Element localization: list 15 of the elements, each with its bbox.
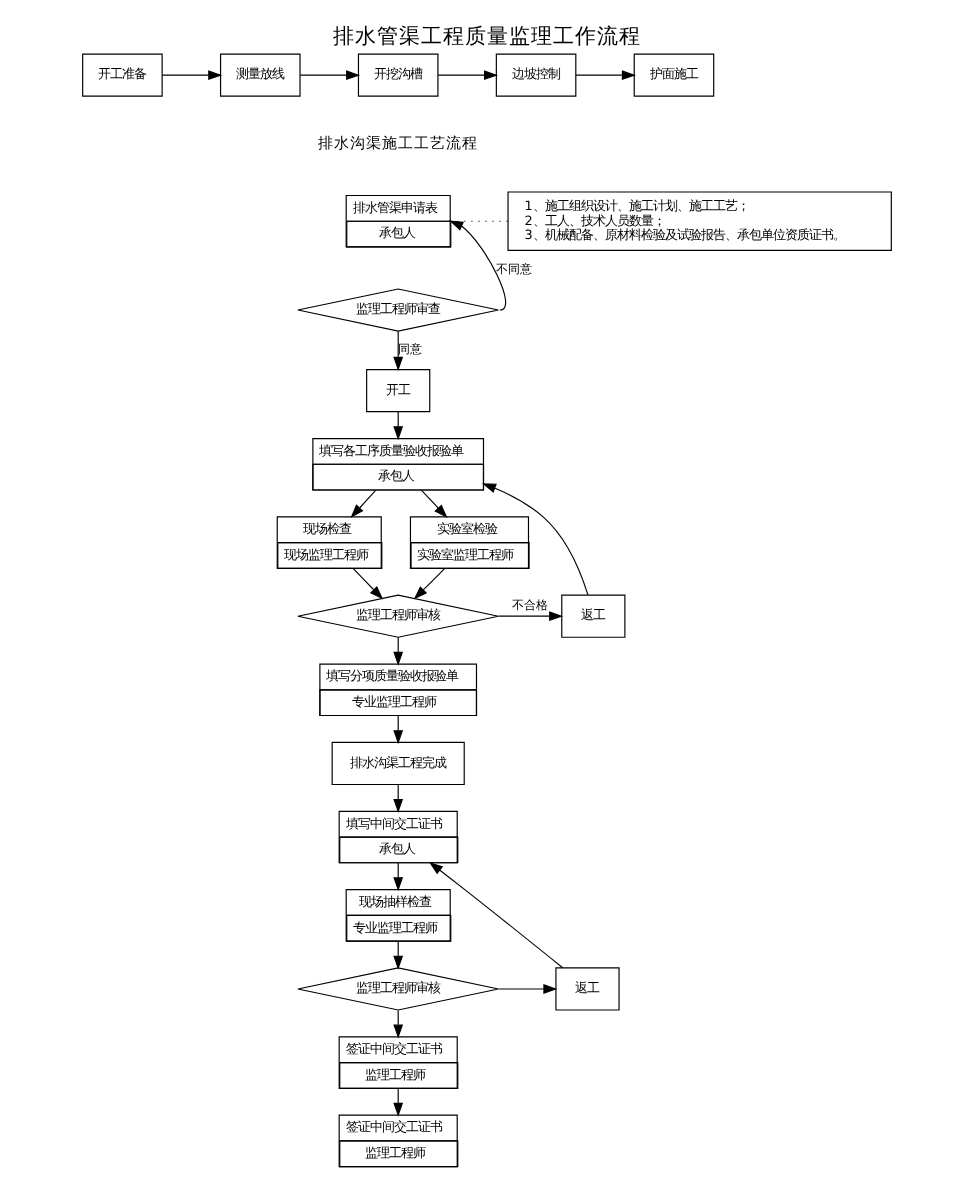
- arrow: [392, 330, 403, 371]
- arrow: [574, 70, 635, 81]
- arrow: [298, 70, 360, 81]
- arrow: [428, 861, 563, 969]
- arrow: [481, 483, 588, 596]
- arrow: [497, 611, 563, 622]
- arrow: [419, 489, 447, 519]
- arrow: [160, 70, 222, 81]
- arrow: [448, 220, 506, 311]
- arrow: [497, 984, 557, 994]
- arrow: [412, 568, 445, 600]
- arrow: [349, 489, 376, 519]
- arrow: [436, 70, 498, 81]
- arrow: [351, 568, 383, 600]
- diagram-title: 排水管渠工程质量监理工作流程: [332, 24, 640, 49]
